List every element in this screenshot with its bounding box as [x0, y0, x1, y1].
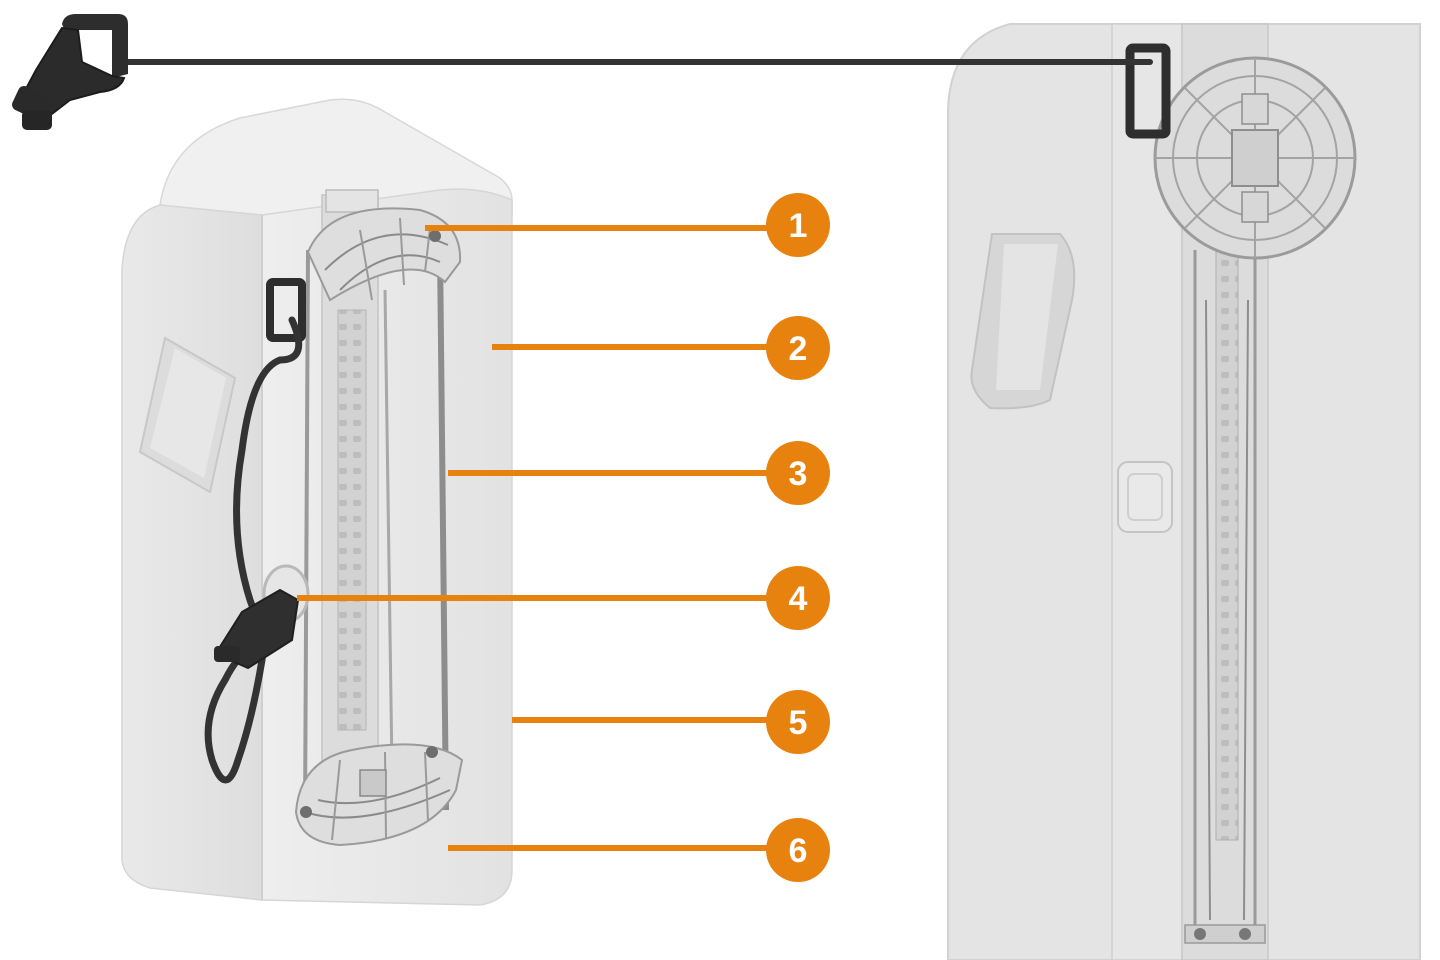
bottom-pulley [294, 743, 464, 847]
charging-plug-icon [12, 14, 128, 130]
housing-3d-view [121, 98, 513, 906]
extended-cable-assembly [12, 14, 1153, 130]
front-latch [1117, 461, 1173, 533]
callout-1-number: 1 [789, 207, 808, 245]
callout-2-number: 2 [789, 330, 808, 368]
front-toothed-rack [1215, 249, 1239, 841]
frame-bar-left [303, 249, 310, 821]
housing-front-view [947, 23, 1421, 960]
callout-badges: 1 2 3 4 5 6 [766, 193, 830, 882]
callout-leaders [297, 225, 770, 851]
callout-5-number: 5 [789, 704, 808, 742]
callout-3-number: 3 [789, 455, 808, 493]
callout-3: 3 [766, 441, 830, 505]
top-pulley [306, 207, 462, 302]
callout-3-circle [766, 441, 830, 505]
callout-6-number: 6 [789, 832, 808, 870]
callout-4-circle [766, 566, 830, 630]
callout-4-number: 4 [789, 580, 808, 618]
callout-5-circle [766, 690, 830, 754]
callout-4: 4 [766, 566, 830, 630]
callout-5: 5 [766, 690, 830, 754]
front-pulley-wheel [1153, 56, 1357, 260]
callout-2: 2 [766, 316, 830, 380]
frame-bar-right [437, 249, 449, 811]
cable-clip-3d [266, 278, 306, 342]
callout-2-circle [766, 316, 830, 380]
front-cable-clip [1125, 43, 1171, 139]
callout-1: 1 [766, 193, 830, 257]
callout-6-circle [766, 818, 830, 882]
callout-6: 6 [766, 818, 830, 882]
callout-1-circle [766, 193, 830, 257]
toothed-rack [337, 309, 367, 731]
housing-top [159, 98, 513, 216]
